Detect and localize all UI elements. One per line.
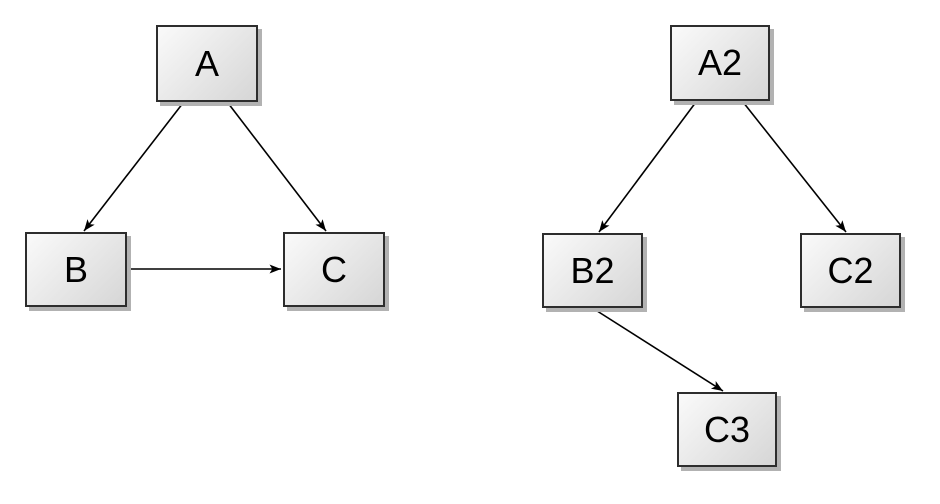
node-A2[interactable]: A2 xyxy=(670,25,770,101)
node-C2[interactable]: C2 xyxy=(800,233,901,308)
node-label-C: C xyxy=(321,248,347,290)
node-A[interactable]: A xyxy=(156,25,258,102)
node-C[interactable]: C xyxy=(283,232,385,307)
node-label-C3: C3 xyxy=(703,408,751,450)
node-label-B: B xyxy=(63,248,88,290)
edge-A2-C2[interactable] xyxy=(742,101,847,233)
node-label-C2: C2 xyxy=(827,249,874,291)
node-B[interactable]: B xyxy=(25,232,127,307)
edge-B2-C3[interactable] xyxy=(593,308,724,392)
node-label-A2: A2 xyxy=(697,42,743,83)
node-B2[interactable]: B2 xyxy=(542,233,643,308)
node-label-B2: B2 xyxy=(570,249,615,291)
edge-A-C[interactable] xyxy=(227,102,327,232)
node-C3[interactable]: C3 xyxy=(677,392,777,467)
node-label-A: A xyxy=(194,42,219,84)
edge-A2-B2[interactable] xyxy=(598,101,697,233)
edge-A-B[interactable] xyxy=(83,102,184,232)
